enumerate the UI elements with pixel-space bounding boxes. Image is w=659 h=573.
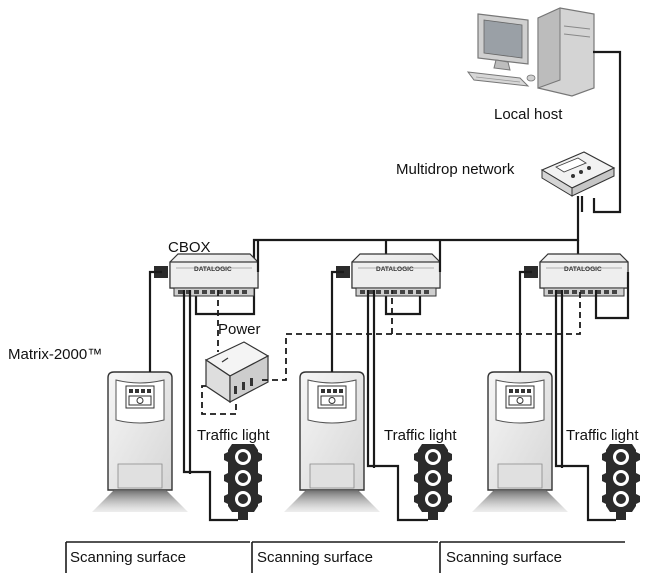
- scanner-3-device: [472, 371, 568, 512]
- cbox-1-brand: DATALOGIC: [194, 266, 232, 273]
- traffic-light-2-icon: [414, 444, 452, 520]
- scanning-surface-3: [439, 541, 625, 573]
- multidrop-network-box-icon: [540, 151, 616, 197]
- scanning-surface-1-label: Scanning surface: [70, 549, 186, 566]
- traffic-light-2-label: Traffic light: [384, 427, 457, 444]
- cbox-3-brand: DATALOGIC: [564, 266, 602, 273]
- power-supply-box-icon: [204, 341, 270, 404]
- scanner-1-device: [92, 371, 188, 512]
- cbox-label: CBOX: [168, 239, 211, 256]
- scanning-surface-2-label: Scanning surface: [257, 549, 373, 566]
- local-host-label: Local host: [494, 106, 563, 123]
- scanner-2-device: [284, 371, 380, 512]
- cbox-3-device: DATALOGIC: [524, 253, 629, 297]
- traffic-light-3-icon: [602, 444, 640, 520]
- local-host-computer-icon: [466, 7, 595, 97]
- multidrop-network-label: Multidrop network: [396, 161, 515, 178]
- cbox-2-brand: DATALOGIC: [376, 266, 414, 273]
- cbox-2-device: DATALOGIC: [336, 253, 441, 297]
- scanning-surface-3-label: Scanning surface: [446, 549, 562, 566]
- cbox-1-device: DATALOGIC: [154, 253, 259, 297]
- traffic-light-1-icon: [224, 444, 262, 520]
- scanning-surface-2: [251, 541, 438, 573]
- traffic-light-1-label: Traffic light: [197, 427, 270, 444]
- traffic-light-3-label: Traffic light: [566, 427, 639, 444]
- power-label: Power: [218, 321, 261, 338]
- scanning-surface-1: [65, 541, 250, 573]
- matrix-label: Matrix-2000™: [8, 346, 103, 363]
